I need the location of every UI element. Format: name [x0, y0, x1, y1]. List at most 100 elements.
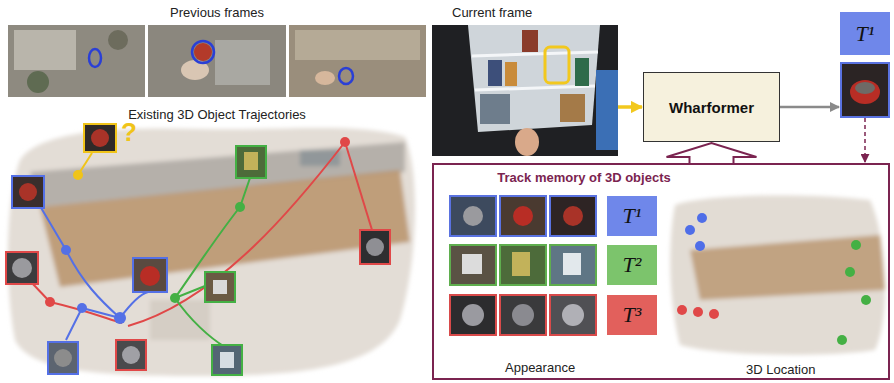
- current-frame-photo-part: [515, 128, 539, 156]
- output-object-photo: [841, 63, 889, 117]
- memory-appearance-thumbnails-part: [462, 304, 484, 326]
- axis-caption: Appearance: [505, 360, 575, 375]
- previous-frame-photos-part: [148, 25, 286, 97]
- current-frame-photo-part: [475, 86, 595, 90]
- memory-location-dots-part: [685, 225, 695, 235]
- object-thumbnails-part: [122, 346, 140, 364]
- memory-location-dots-part: [861, 295, 871, 305]
- memory-appearance-thumbnails-part: [550, 196, 596, 236]
- memory-location-dots: [677, 213, 871, 345]
- panel-heading: Previous frames: [8, 2, 426, 20]
- panel-heading: Existing 3D Object Trajectories: [8, 104, 426, 122]
- current-frame-photo-part: [472, 52, 598, 56]
- memory-appearance-thumbnails-part: [450, 245, 496, 285]
- previous-frame-photos-part: [315, 71, 335, 85]
- previous-frame-photos-part: [295, 30, 420, 60]
- trajectory-lines: [32, 142, 372, 347]
- object-thumbnails-part: [12, 176, 44, 208]
- previous-frame-photos: [8, 25, 426, 97]
- question-mark: ?: [121, 117, 137, 148]
- memory-location-dots-part: [695, 241, 705, 251]
- previous-frame-photos-part: [192, 41, 214, 63]
- model-box: Wharformer: [643, 72, 780, 142]
- trajectory-dots-part: [61, 245, 71, 255]
- memory-appearance-thumbnails-part: [463, 206, 483, 226]
- trajectory-lines-part: [40, 206, 120, 318]
- object-thumbnails-part: [140, 266, 160, 286]
- current-frame-photo-part: [468, 25, 600, 132]
- flow-arrow: [864, 118, 866, 162]
- current-frame-photo-part: [575, 58, 589, 86]
- object-thumbnails-part: [236, 146, 266, 178]
- object-thumbnails-part: [54, 349, 72, 367]
- trajectory-lines-part: [50, 302, 122, 323]
- memory-appearance-thumbnails-part: [512, 252, 530, 276]
- panel-heading: Track memory of 3D objects: [434, 170, 734, 185]
- memory-appearance-thumbnails-part: [563, 253, 581, 275]
- trajectory-dots: [45, 137, 350, 324]
- memory-appearance-thumbnails-part: [500, 196, 546, 236]
- current-frame-photo-part: [432, 25, 618, 156]
- output-object-photo-part: [850, 80, 880, 104]
- trajectory-lines-part: [128, 142, 345, 326]
- trajectory-dots-part: [73, 170, 83, 180]
- object-thumbnails: [6, 124, 390, 375]
- object-thumbnails-part: [19, 183, 37, 201]
- memory-location-map-part: [690, 235, 885, 300]
- trajectory-dots-part: [170, 293, 180, 303]
- memory-appearance-thumbnails-part: [513, 206, 533, 226]
- scene-map-part: [300, 150, 340, 166]
- memory-appearance-thumbnails-part: [512, 304, 534, 326]
- panel-heading: Current frame: [432, 2, 618, 20]
- object-thumbnails-part: [213, 280, 227, 294]
- model-name: Wharformer: [669, 99, 754, 116]
- current-frame-photo-part: [560, 94, 585, 122]
- previous-frame-photos-part: [194, 43, 212, 61]
- flow-arrow: [618, 105, 642, 109]
- current-frame-photo-part: [545, 47, 569, 83]
- trajectory-lines-part: [175, 298, 225, 347]
- trajectory-dots-part: [77, 303, 87, 313]
- object-thumbnails-part: [91, 129, 109, 147]
- memory-appearance-thumbnails-part: [562, 304, 584, 326]
- figure-panel: Previous frames: [8, 2, 426, 98]
- object-thumbnails-part: [84, 124, 116, 152]
- axis-caption: 3D Location: [746, 362, 815, 377]
- memory-appearance-thumbnails-part: [450, 196, 496, 236]
- memory-location-map-part: [670, 195, 885, 354]
- memory-appearance-thumbnails-part: [500, 245, 546, 285]
- trajectory-dots-part: [45, 297, 55, 307]
- memory-appearance-thumbnails: [450, 196, 596, 335]
- track-id: T¹: [623, 203, 642, 229]
- object-thumbnails-part: [244, 152, 258, 170]
- figure-panel: Existing 3D Object Trajectories: [8, 104, 426, 381]
- memory-location-dots-part: [677, 305, 687, 315]
- output-track: T¹: [840, 12, 890, 118]
- memory-location-dots-part: [693, 307, 703, 317]
- memory-location-dots-part: [697, 213, 707, 223]
- scene-map: [8, 128, 415, 376]
- memory-appearance-thumbnails-part: [450, 295, 496, 335]
- memory-appearance-thumbnails-part: [462, 254, 482, 274]
- memory-feed-arrow: [667, 143, 757, 165]
- previous-frame-photos-part: [27, 71, 49, 93]
- memory-appearance-thumbnails-part: [550, 245, 596, 285]
- memory-panel: Track memory of 3D objectsT¹ T² T³: [432, 163, 890, 380]
- flow-arrow: [780, 106, 839, 109]
- previous-frame-photos-part: [108, 30, 128, 50]
- current-frame-photo-part: [522, 30, 538, 52]
- memory-location-map: [670, 195, 885, 354]
- track-id: T³: [623, 302, 642, 328]
- object-thumbnails-part: [6, 252, 38, 284]
- memory-appearance-thumbnails-part: [500, 295, 546, 335]
- output-object-photo-part: [855, 82, 875, 94]
- current-frame-photo-part: [480, 94, 510, 124]
- track-id: T²: [623, 252, 642, 278]
- memory-location-dots-part: [851, 240, 861, 250]
- output-object-photo-part: [841, 63, 889, 117]
- memory-location-dots-part: [709, 309, 719, 319]
- track-tag: T¹: [607, 196, 657, 236]
